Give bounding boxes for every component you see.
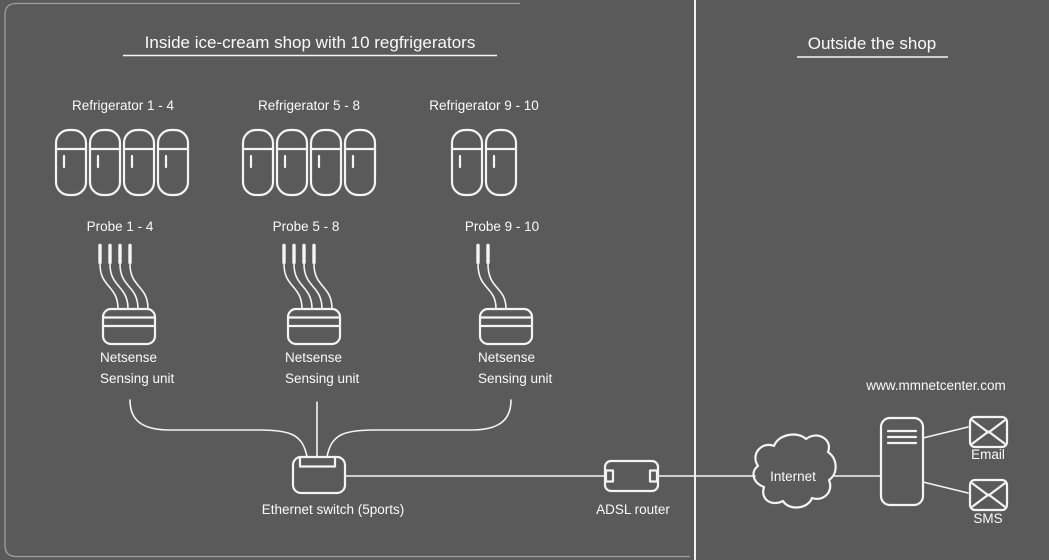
temperature-probe-icon: [98, 243, 149, 310]
sensing-unit-icon: [478, 307, 534, 346]
temperature-probe-icon: [476, 243, 507, 310]
sms-envelope-icon: [968, 478, 1009, 512]
inside-panel-title: Inside ice-cream shop with 10 regfrigera…: [145, 33, 476, 52]
refrigerator-icon: [156, 128, 190, 197]
refrigerator-group-label: Refrigerator 1 - 4: [72, 98, 175, 113]
temperature-probe-icon: [282, 243, 333, 310]
refrigerator-icon: [484, 128, 518, 197]
refrigerator-icon: [54, 128, 88, 197]
sensing-unit-name: Netsense: [285, 350, 342, 365]
connector-server-to-sms: [922, 481, 969, 494]
outside-panel-title: Outside the shop: [808, 34, 937, 53]
refrigerator-icon: [343, 128, 377, 197]
refrigerator-icon: [122, 128, 156, 197]
internet-cloud-icon: [752, 433, 837, 509]
sensing-unit-icon: [286, 307, 342, 346]
refrigerator-group-label: Refrigerator 9 - 10: [429, 98, 539, 113]
probe-label: Probe 5 - 8: [273, 219, 340, 234]
email-label: Email: [971, 447, 1005, 462]
page-border: [4, 2, 690, 558]
sensing-unit-icon: [101, 307, 157, 346]
refrigerator-icon: [275, 128, 309, 197]
probe-label: Probe 1 - 4: [87, 219, 154, 234]
sensing-unit-name: Netsense: [100, 350, 157, 365]
sensing-unit-name: Netsense: [478, 350, 535, 365]
probe-label: Probe 9 - 10: [465, 219, 539, 234]
connector-unit3-to-switch: [326, 399, 512, 458]
refrigerator-icon: [450, 128, 484, 197]
sensing-unit-type: Sensing unit: [285, 371, 360, 386]
server-icon: [879, 416, 925, 507]
refrigerator-icon: [241, 128, 275, 197]
ethernet-switch-label: Ethernet switch (5ports): [262, 502, 405, 517]
refrigerator-icon: [88, 128, 122, 197]
ethernet-switch-icon: [291, 455, 347, 495]
refrigerator-icon: [309, 128, 343, 197]
sensing-unit-type: Sensing unit: [478, 371, 553, 386]
email-envelope-icon: [968, 415, 1009, 449]
adsl-router-icon: [603, 459, 660, 493]
sensing-unit-type: Sensing unit: [100, 371, 175, 386]
sms-label: SMS: [973, 511, 1002, 526]
server-url-label: www.mmnetcenter.com: [865, 378, 1006, 393]
connector-server-to-email: [922, 426, 969, 439]
internet-label: Internet: [770, 469, 816, 484]
connector-unit1-to-switch: [129, 399, 308, 458]
refrigerator-group-label: Refrigerator 5 - 8: [258, 98, 360, 113]
adsl-router-label: ADSL router: [596, 502, 670, 517]
